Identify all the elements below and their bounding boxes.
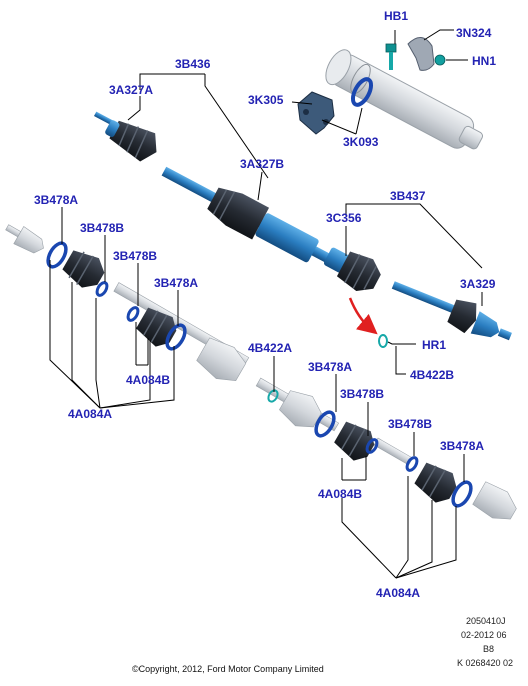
label-hr1: HR1	[422, 338, 446, 352]
label-3b436: 3B436	[175, 57, 211, 71]
bearing-ring-3k093	[350, 77, 374, 107]
label-3k305: 3K305	[248, 93, 284, 107]
drawing-reference: K 0268420 02	[457, 658, 513, 668]
intermediate-shaft-3a327b	[161, 166, 352, 275]
label-3a327a: 3A327A	[109, 83, 153, 97]
boot-kit-left-inner	[136, 307, 177, 347]
label-3b478a-4: 3B478A	[440, 439, 484, 453]
clamp-rings	[46, 241, 473, 508]
copyright-notice: ©Copyright, 2012, Ford Motor Company Lim…	[132, 664, 324, 674]
circlip-hr1	[378, 334, 388, 348]
label-4a084b-2: 4A084B	[318, 487, 362, 501]
label-3b478b-4: 3B478B	[388, 417, 432, 431]
label-4a084b-1: 4A084B	[126, 373, 170, 387]
label-4b422b: 4B422B	[410, 368, 454, 382]
label-3n324: 3N324	[456, 26, 492, 40]
bolt-hb1	[385, 43, 397, 70]
outer-shaft-3a329	[391, 281, 512, 341]
drawing-revision: B8	[483, 644, 494, 654]
label-4a084a-2: 4A084A	[376, 586, 420, 600]
label-3c356: 3C356	[326, 211, 362, 225]
label-3b478b-2: 3B478B	[113, 249, 157, 263]
label-3b478a-2: 3B478A	[154, 276, 198, 290]
leader-lines	[49, 29, 483, 579]
label-hb1: HB1	[384, 9, 408, 23]
red-assembly-arrow	[348, 297, 378, 335]
label-4a084a-1: 4A084A	[68, 407, 112, 421]
label-3b478a-1: 3B478A	[34, 193, 78, 207]
label-3b478b-3: 3B478B	[340, 387, 384, 401]
drawing-number: 2050410J	[466, 616, 506, 626]
circlip-4b422a	[267, 389, 279, 403]
nut-hn1	[434, 54, 446, 66]
label-hn1: HN1	[472, 54, 496, 68]
label-3b478a-3: 3B478A	[308, 360, 352, 374]
label-4b422a: 4B422A	[248, 341, 292, 355]
clamp-3n324	[407, 37, 435, 71]
bracket-3k305	[297, 91, 335, 135]
label-3a327b: 3A327B	[240, 157, 284, 171]
drawing-date: 02-2012 06	[461, 630, 507, 640]
label-3b478b-1: 3B478B	[80, 221, 124, 235]
inner-joint-3c356	[323, 247, 381, 292]
label-3k093: 3K093	[343, 135, 379, 149]
boot-kit-right-outer	[414, 462, 457, 503]
boot-kit-right-inner	[334, 421, 375, 461]
label-3b437: 3B437	[390, 189, 426, 203]
outer-joint-3a327a	[93, 111, 157, 162]
label-3a329: 3A329	[460, 277, 496, 291]
boot-kit-left-outer	[62, 250, 105, 288]
